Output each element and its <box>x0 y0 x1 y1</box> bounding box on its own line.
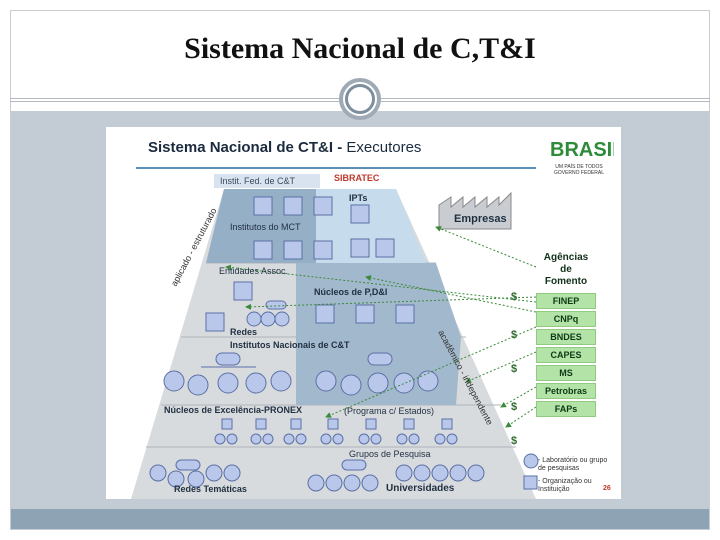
agency-petrobras: Petrobras <box>536 383 596 399</box>
diagram-title-sub: Executores <box>346 139 422 156</box>
legend-circle-icon <box>523 453 539 469</box>
page-number: 26 <box>603 485 611 492</box>
instit-tag: Instit. Fed. de C&T <box>220 176 296 186</box>
node-square <box>205 312 225 332</box>
bottom-groups <box>149 459 485 492</box>
agency-bndes: BNDES <box>536 329 596 345</box>
label-nucleos-excelencia: Núcleos de Excelência-PRONEX <box>164 405 303 415</box>
node-square <box>253 240 273 260</box>
slide-frame <box>10 10 710 530</box>
node-circle <box>260 311 276 327</box>
node-circle <box>163 370 185 392</box>
legend-square-text: - Organização ou Instituição <box>538 478 592 493</box>
label-institutos-nacionais: Institutos Nacionais de C&T <box>230 340 350 350</box>
header-underline <box>136 167 536 169</box>
nucleos-zone <box>296 263 461 405</box>
label-redes: Redes <box>230 327 258 337</box>
funding-dollar: $ <box>511 363 518 375</box>
label-programa: (Programa c/ Estados) <box>344 406 435 416</box>
node-bar <box>265 300 287 310</box>
agency-faps: FAPs <box>536 401 596 417</box>
footer-bar <box>11 509 709 529</box>
label-grupos: Grupos de Pesquisa <box>349 449 431 459</box>
sibratec-tag: SIBRATEC <box>334 173 380 183</box>
node-square <box>313 240 333 260</box>
node-circle <box>270 370 292 392</box>
label-nucleos-pdi: Núcleos de P,D&I <box>314 287 388 297</box>
node-square <box>283 240 303 260</box>
slide-title: Sistema Nacional de C,T&I <box>184 32 536 65</box>
instit-tag-bg <box>214 174 320 188</box>
funding-dollar: $ <box>511 329 518 341</box>
logo-tagline: UM PAÍS DE TODOS GOVERNO FEDERAL <box>544 164 614 176</box>
node-square <box>253 196 273 216</box>
agencias-title-line2: de <box>560 264 572 275</box>
node-circle <box>245 372 267 394</box>
legend-circle-text: - Laboratório ou grupo de pesquisas <box>538 457 608 472</box>
node-bar <box>367 352 393 366</box>
node-square <box>355 304 375 324</box>
node-square <box>350 238 370 258</box>
node-circle <box>417 370 439 392</box>
node-circle <box>393 372 415 394</box>
node-square <box>313 196 333 216</box>
ipts-zone <box>316 189 426 263</box>
agencias-title-line1: Agências <box>543 252 589 263</box>
pyramid-diagram: aplicado - estruturado acadêmico - indep… <box>131 167 539 499</box>
funding-dollar: $ <box>511 435 518 447</box>
node-bar <box>215 352 241 366</box>
funding-dollar: $ <box>511 401 518 413</box>
logo-tagline-1: UM PAÍS DE TODOS <box>555 164 603 170</box>
node-circle <box>367 372 389 394</box>
factory-icon <box>438 191 512 230</box>
label-redes-tematicas: Redes Temáticas <box>174 484 247 494</box>
title-area: Sistema Nacional de C,T&I <box>10 10 710 100</box>
diagram-title: Sistema Nacional de CT&I - Executores <box>148 139 421 156</box>
node-square <box>233 281 253 301</box>
node-square <box>283 196 303 216</box>
agencias-title-line3: Fomento <box>544 276 588 287</box>
node-circle <box>315 370 337 392</box>
label-entidades: Entidades Assoc. <box>219 266 289 276</box>
node-circle <box>246 311 262 327</box>
logo-tagline-2: GOVERNO FEDERAL <box>553 170 604 176</box>
node-circle <box>187 374 209 396</box>
diagram-title-main: Sistema Nacional de CT&I - <box>148 139 343 156</box>
svg-text:BRASIL: BRASIL <box>550 139 614 161</box>
label-universidades: Universidades <box>386 483 455 494</box>
circle-ornament-inner <box>345 84 375 114</box>
node-circle <box>274 311 290 327</box>
pronex-groups <box>214 418 458 445</box>
diagram-panel: aplicado - estruturado acadêmico - indep… <box>106 127 621 499</box>
node-square <box>395 304 415 324</box>
brasil-logo: BRASIL <box>544 131 614 173</box>
label-empresas: Empresas <box>454 213 507 225</box>
legend-square-icon <box>523 475 538 490</box>
node-square <box>315 304 335 324</box>
funding-dollar: $ <box>511 291 518 303</box>
label-institutos-mct: Institutos do MCT <box>230 222 301 232</box>
agency-cnpq: CNPq <box>536 311 596 327</box>
node-circle <box>217 372 239 394</box>
agencias-title: Agências de Fomento <box>532 252 600 288</box>
node-square <box>350 204 370 224</box>
agency-ms: MS <box>536 365 596 381</box>
funding-arrows <box>225 226 537 428</box>
node-square <box>375 238 395 258</box>
label-ipts: IPTs <box>349 193 368 203</box>
agency-finep: FINEP <box>536 293 596 309</box>
node-circle <box>340 374 362 396</box>
agency-capes: CAPES <box>536 347 596 363</box>
